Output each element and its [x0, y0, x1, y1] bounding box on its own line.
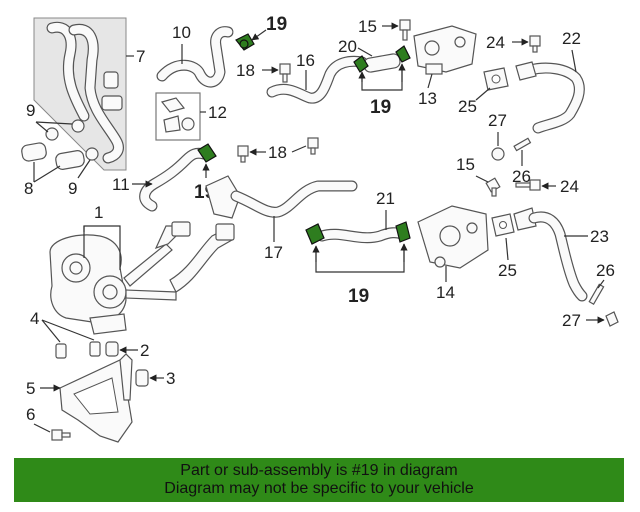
part-19-clamp-top-left [353, 55, 369, 73]
label-25-top: 25 [458, 97, 477, 116]
label-16: 16 [296, 51, 315, 70]
leader-9-top-b [35, 121, 73, 125]
label-2: 2 [140, 341, 149, 360]
part-25-gasket-mid [491, 213, 515, 237]
label-26-bottom: 26 [596, 261, 615, 280]
part-24-stud-mid [515, 179, 541, 191]
part-18-bolt-mid-b [307, 137, 319, 155]
part-17-pipe [205, 175, 358, 219]
part-16-pipe [266, 55, 368, 104]
leader-25-top [475, 87, 491, 101]
label-27-bottom: 27 [562, 311, 581, 330]
label-7: 7 [136, 47, 145, 66]
part-9-clamp [45, 119, 99, 161]
label-19-top: 19 [266, 14, 287, 35]
part-5-bracket [59, 353, 133, 443]
part-20-hose [363, 53, 401, 73]
leader-22 [571, 49, 577, 73]
label-26-top: 26 [512, 167, 531, 186]
part-22-pipe [515, 61, 585, 134]
leader-20 [357, 47, 373, 57]
label-5: 5 [26, 379, 35, 398]
label-15-mid: 15 [456, 155, 475, 174]
label-23: 23 [590, 227, 609, 246]
part-25-gasket-top [483, 67, 509, 91]
label-10: 10 [172, 23, 191, 42]
label-22: 22 [562, 29, 581, 48]
part-24-stud-top [529, 35, 541, 53]
label-20: 20 [338, 37, 357, 56]
part-26-stud-top [513, 137, 532, 152]
part-27-nut-bottom [605, 311, 619, 327]
banner-line-1: Part or sub-assembly is #19 in diagram [180, 462, 458, 479]
label-1: 1 [94, 203, 103, 222]
part-19-clamp-top-right [395, 45, 411, 63]
label-27-top: 27 [488, 111, 507, 130]
label-4: 4 [30, 309, 39, 328]
label-17: 17 [264, 243, 283, 262]
label-3: 3 [166, 369, 175, 388]
parts-diagram: 7 12 9 8 9 10 19 18 [21, 14, 619, 443]
label-12: 12 [208, 103, 227, 122]
label-18-top: 18 [236, 61, 255, 80]
leader-15-mid [475, 175, 489, 183]
part-19-clamp-left [197, 143, 217, 163]
label-15-top: 15 [358, 17, 377, 36]
label-9-top: 9 [26, 101, 35, 120]
part-15-bolt-mid [485, 177, 501, 197]
part-27-nut-top [491, 147, 505, 161]
banner-line-2: Diagram may not be specific to your vehi… [164, 480, 474, 497]
leader-6 [33, 423, 51, 433]
leader-26-bottom [597, 279, 605, 289]
label-25-mid: 25 [498, 261, 517, 280]
label-19-mid-pair: 19 [348, 286, 369, 307]
leader-8-b [33, 165, 61, 183]
part-6-bolt [51, 429, 71, 441]
part-1-air-pump [49, 221, 235, 335]
part-3-cushion [135, 369, 149, 387]
part-2-grommet [105, 341, 119, 357]
label-14: 14 [436, 283, 455, 302]
part-21-hose [316, 227, 408, 244]
leader-25-mid [505, 237, 509, 261]
leader-9-bottom [77, 159, 91, 179]
leader-4-a [41, 319, 61, 343]
part-23-pipe [513, 207, 588, 302]
part-7-air-pipe-kit [33, 17, 127, 171]
label-9-bottom: 9 [68, 179, 77, 198]
part-18-bolt-mid [237, 145, 249, 163]
label-6: 6 [26, 405, 35, 424]
part-11-hose [139, 147, 210, 212]
notice-banner: Part or sub-assembly is #19 in diagram D… [14, 458, 624, 502]
part-12-clip-kit [155, 92, 201, 141]
leader-19-top [251, 29, 267, 41]
leader-18-mid-b [291, 145, 307, 153]
part-14-valve [417, 205, 489, 269]
part-10-hose [156, 26, 234, 88]
part-19-clamp-mid-right [395, 221, 411, 243]
label-21: 21 [376, 189, 395, 208]
label-24-top: 24 [486, 33, 505, 52]
leader-13 [427, 73, 433, 89]
bracket-19-mid-pair [315, 244, 405, 273]
label-11: 11 [112, 175, 130, 194]
part-13-valve [413, 25, 477, 75]
part-19-clamp-top [235, 33, 255, 51]
label-18-mid: 18 [268, 143, 287, 162]
part-8-hose [21, 142, 85, 170]
label-24-mid: 24 [560, 177, 579, 196]
part-19-clamp-mid-left [305, 223, 325, 245]
part-4-plug [55, 341, 101, 359]
part-15-bolt-top [399, 19, 411, 41]
leader-9-top-a [35, 121, 49, 133]
leader-4-b [41, 319, 95, 341]
part-18-bolt-top [279, 63, 291, 83]
label-19-top-pair: 19 [370, 97, 391, 118]
part-26-stud-bottom [588, 283, 605, 305]
label-13: 13 [418, 89, 437, 108]
label-8: 8 [24, 179, 33, 198]
